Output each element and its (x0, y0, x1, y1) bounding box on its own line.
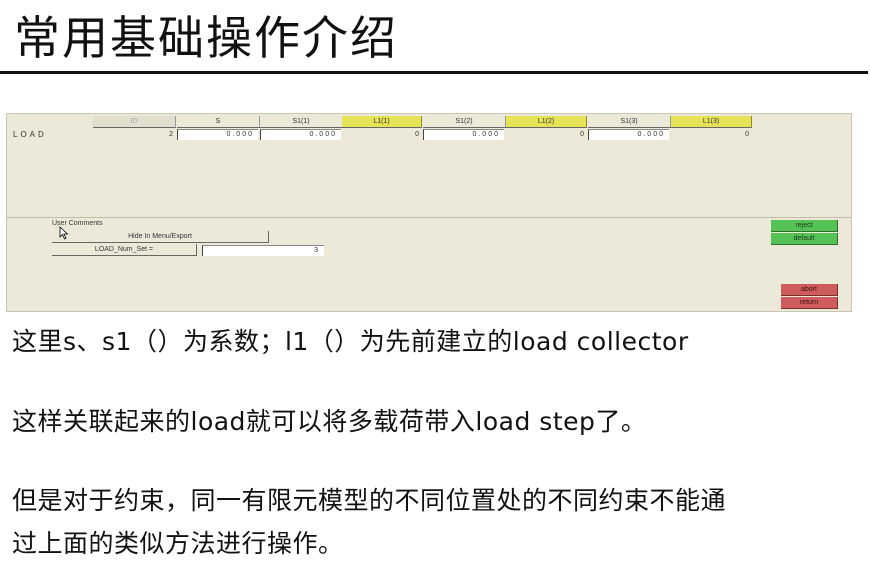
load-num-set-input[interactable]: 3 (202, 245, 324, 256)
load-card-panel: LOAD ID S S1(1) L1(1) S1(2) L1(2) S1(3) … (6, 113, 852, 312)
load-num-set-button[interactable]: LOAD_Num_Set = (52, 244, 197, 256)
column-header-s[interactable]: S (177, 116, 260, 128)
input-s1-2[interactable]: 0.000 (423, 129, 504, 140)
column-header-s1-2[interactable]: S1(2) (423, 116, 506, 128)
reject-button[interactable]: reject (771, 220, 838, 232)
cell-id: 2 (169, 131, 173, 138)
cell-l1-1[interactable]: 0 (415, 131, 419, 138)
title-divider (0, 71, 868, 74)
body-text-line-2: 这样关联起来的load就可以将多载荷带入load step了。 (12, 407, 647, 436)
cell-l1-2[interactable]: 0 (580, 131, 584, 138)
panel-divider (7, 217, 851, 218)
user-comments-label: User Comments (52, 220, 103, 227)
column-header-l1-3[interactable]: L1(3) (671, 116, 752, 128)
column-header-l1-2[interactable]: L1(2) (506, 116, 587, 128)
mouse-cursor-icon (59, 226, 69, 240)
column-header-id: ID (93, 116, 176, 128)
slide-title: 常用基础操作介绍 (14, 11, 398, 65)
input-s[interactable]: 0.000 (177, 129, 258, 140)
column-header-s1-3[interactable]: S1(3) (588, 116, 671, 128)
default-button[interactable]: default (771, 233, 838, 245)
row-label-load: LOAD (13, 130, 47, 139)
input-s1-1[interactable]: 0.000 (260, 129, 341, 140)
return-button[interactable]: return (781, 297, 838, 309)
hide-in-menu-export-button[interactable]: Hide In Menu/Export (52, 231, 269, 243)
body-text-line-3a: 但是对于约束，同一有限元模型的不同位置处的不同约束不能通 (12, 486, 727, 515)
body-text-line-3b: 过上面的类似方法进行操作。 (12, 529, 344, 558)
abort-button[interactable]: abort (781, 284, 838, 296)
column-header-s1-1[interactable]: S1(1) (260, 116, 343, 128)
input-s1-3[interactable]: 0.000 (588, 129, 669, 140)
body-text-line-1: 这里s、s1（）为系数；l1（）为先前建立的load collector (12, 327, 689, 356)
cell-l1-3[interactable]: 0 (745, 131, 749, 138)
column-header-l1-1[interactable]: L1(1) (342, 116, 422, 128)
